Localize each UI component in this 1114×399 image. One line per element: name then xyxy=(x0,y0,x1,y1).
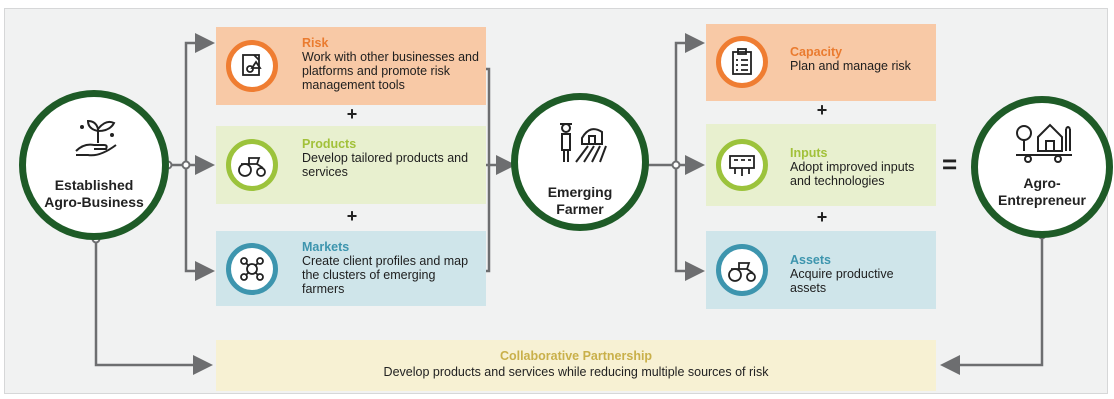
capacity-title: Capacity xyxy=(790,45,843,59)
assets-box: Assets Acquire productive assets xyxy=(706,231,936,309)
assets-title: Assets xyxy=(790,253,831,267)
market-map-icon xyxy=(226,243,278,295)
farmer-field-icon xyxy=(560,123,607,163)
products-title: Products xyxy=(302,137,357,151)
farm-barn-icon xyxy=(1016,123,1072,163)
inputs-box: Inputs Adopt improved inputs and technol… xyxy=(706,124,936,206)
products-box: Products Develop tailored products and s… xyxy=(216,126,486,204)
agro-entrepreneur-node: Agro- Entrepreneur xyxy=(971,96,1113,238)
emerging-farmer-node: Emerging Farmer xyxy=(511,93,649,231)
risk-title: Risk xyxy=(302,36,329,50)
entrepreneur-label-line2: Entrepreneur xyxy=(998,192,1086,208)
connector-established-to-boxes xyxy=(168,33,215,167)
machinery-icon xyxy=(716,139,768,191)
inputs-text: Adopt improved inputs and technologies xyxy=(790,160,915,188)
collaborative-partnership-box: Collaborative Partnership Develop produc… xyxy=(216,340,936,391)
equals-operator: = xyxy=(942,149,958,179)
entrepreneur-label-line1: Agro- xyxy=(1023,175,1061,191)
tractor-icon xyxy=(226,139,278,191)
established-label-line1: Established xyxy=(54,177,134,193)
markets-box: Markets Create client profiles and map t… xyxy=(216,231,486,306)
established-label-line2: Agro-Business xyxy=(44,194,144,210)
tractor-icon xyxy=(716,244,768,296)
assets-text: Acquire productive assets xyxy=(790,267,894,295)
collaborative-title: Collaborative Partnership xyxy=(499,349,653,363)
clipboard-checklist-icon xyxy=(716,36,768,88)
products-text: Develop tailored products and services xyxy=(302,151,469,179)
hand-seedling-icon xyxy=(75,119,117,157)
emerging-label-line1: Emerging xyxy=(547,184,613,200)
risk-box: Risk Work with other businesses and plat… xyxy=(216,27,486,105)
emerging-label-line2: Farmer xyxy=(556,201,604,217)
risk-text: Work with other businesses and platforms… xyxy=(302,50,479,92)
plus-operator: + xyxy=(346,104,358,124)
markets-title: Markets xyxy=(302,240,350,254)
connector-entrepreneur-to-collab xyxy=(940,235,1044,375)
collaborative-text: Develop products and services while redu… xyxy=(383,365,769,379)
capacity-text: Plan and manage risk xyxy=(790,59,911,73)
risk-document-icon xyxy=(226,40,278,92)
capacity-box: Capacity Plan and manage risk xyxy=(706,24,936,101)
connector-emerging-to-boxes xyxy=(648,33,705,167)
plus-operator: + xyxy=(346,206,358,226)
plus-operator: + xyxy=(816,100,828,120)
connector-established-to-collab xyxy=(94,239,213,375)
established-agro-business-node: Established Agro-Business xyxy=(19,90,169,240)
plus-operator: + xyxy=(816,207,828,227)
markets-text: Create client profiles and map the clust… xyxy=(302,254,469,296)
inputs-title: Inputs xyxy=(790,146,828,160)
diagram-canvas: Established Agro-Business Risk Work with… xyxy=(4,8,1113,394)
